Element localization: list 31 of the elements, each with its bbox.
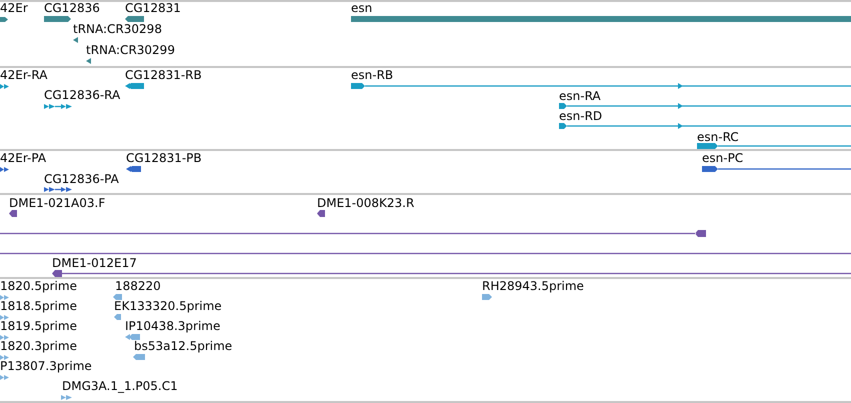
feature-label: 188220 bbox=[115, 279, 161, 293]
feature-label: DME1-012E17 bbox=[52, 256, 137, 270]
feature-label: 42Er-RA bbox=[0, 68, 48, 82]
feature-label: esn-RA bbox=[559, 89, 601, 103]
feature-label: RH28943.5prime bbox=[482, 279, 584, 293]
feature-label: 42Er-PA bbox=[0, 151, 46, 165]
feature-label: CG12836 bbox=[44, 1, 100, 15]
feature-label: IP10438.3prime bbox=[125, 319, 220, 333]
feature-label: 1819.5prime bbox=[0, 319, 77, 333]
feature-label: esn-PC bbox=[702, 151, 744, 165]
feature-label: 1820.3prime bbox=[0, 339, 77, 353]
feature-label: DMG3A.1_1.P05.C1 bbox=[62, 379, 178, 393]
feature-label: CG12836-RA bbox=[44, 88, 120, 102]
feature-label: esn-RD bbox=[559, 109, 602, 123]
feature-label: EK133320.5prime bbox=[114, 299, 222, 313]
feature-label: CG12836-PA bbox=[44, 172, 119, 186]
feature-label: esn-RC bbox=[697, 130, 739, 144]
feature-label: DME1-008K23.R bbox=[317, 196, 414, 210]
feature-label: esn bbox=[351, 1, 372, 15]
feature-label: CG12831 bbox=[125, 1, 181, 15]
feature-label: esn-RB bbox=[351, 68, 394, 82]
feature-label: 1818.5prime bbox=[0, 299, 77, 313]
feature-label: CG12831-RB bbox=[125, 68, 202, 82]
feature-label: 1820.5prime bbox=[0, 279, 77, 293]
feature-label: tRNA:CR30298 bbox=[73, 22, 162, 36]
feature-label: tRNA:CR30299 bbox=[86, 43, 175, 57]
feature-label: CG12831-PB bbox=[126, 151, 202, 165]
feature-label: 42Er bbox=[0, 1, 28, 15]
feature-label: bs53a12.5prime bbox=[134, 339, 232, 353]
feature-label: P13807.3prime bbox=[0, 359, 92, 373]
feature-label: DME1-021A03.F bbox=[9, 196, 106, 210]
